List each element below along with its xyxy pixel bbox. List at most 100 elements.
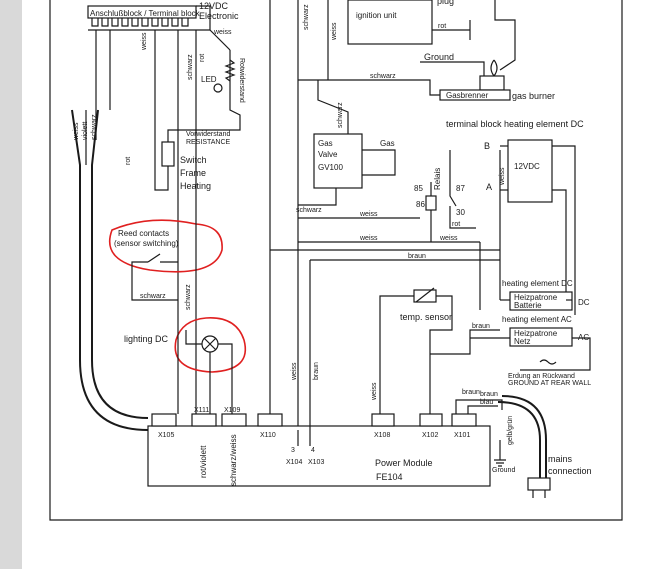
annotation-circle-lighting — [174, 317, 247, 373]
annotation-circle-reed — [108, 219, 223, 273]
label-weiss-relay2: weiss — [359, 235, 378, 242]
heating-terminal-block — [507, 139, 553, 203]
label-ground-top: Ground — [424, 52, 454, 62]
label-pin-86: 86 — [416, 200, 425, 209]
label-braun-upper: braun — [408, 253, 426, 260]
label-weiss-cable: weiss — [73, 122, 80, 141]
label-b: B — [484, 141, 490, 151]
label-gv100: GV100 — [318, 163, 343, 172]
label-power-module: Power Module — [375, 458, 433, 468]
label-reed-contacts: Reed contacts — [118, 229, 169, 238]
label-a: A — [486, 182, 492, 192]
label-weiss-left: weiss — [141, 32, 148, 51]
label-erdung-1: Erdung an Rückwand — [508, 373, 575, 380]
terminal-block — [87, 5, 211, 31]
label-led: LED — [201, 75, 217, 84]
flame-icon — [490, 59, 498, 78]
label-pin-3: 3 — [291, 447, 295, 454]
label-sensor-switching: (sensor switching) — [114, 239, 179, 248]
terminal-block-label: Anschlußblock / Terminal block — [90, 9, 201, 18]
label-rot-relay: rot — [452, 221, 460, 228]
label-schwarz-top2: schwarz — [303, 4, 310, 30]
label-schwarz-reed-v: schwarz — [185, 284, 192, 310]
label-x108: X108 — [374, 432, 390, 439]
label-12vdc-top: 12VDC — [199, 1, 229, 11]
label-heizpatrone-batterie-1: Heizpatrone — [514, 293, 558, 302]
label-heizpatrone-batterie-2: Batterie — [514, 301, 542, 310]
power-module — [147, 425, 491, 487]
label-braun-vert: braun — [313, 362, 320, 380]
label-weiss-heating: weiss — [499, 167, 506, 186]
label-x102: X102 — [422, 432, 438, 439]
label-pin-30: 30 — [456, 208, 465, 217]
reed-switch-icon — [147, 253, 161, 263]
label-switch: Switch — [180, 155, 207, 165]
connectors — [151, 413, 477, 427]
label-pin-87: 87 — [456, 184, 465, 193]
label-heating-element-ac: heating element AC — [502, 315, 572, 324]
label-resistance: RESISTANCE — [186, 139, 231, 146]
label-braun-main: braun — [462, 389, 480, 396]
label-gasbrenner: Gasbrenner — [446, 91, 489, 100]
label-weiss-relay: weiss — [359, 211, 378, 218]
led-icon — [213, 83, 223, 93]
label-fe104: FE104 — [376, 472, 403, 482]
label-heizpatrone-netz-2: Netz — [514, 337, 530, 346]
label-schwarz-bottom: schwarz — [296, 207, 322, 214]
label-rot-top: rot — [199, 54, 206, 62]
label-electronic: Electronic — [199, 11, 239, 21]
label-gas: Gas — [318, 139, 333, 148]
mains-cable — [497, 401, 541, 478]
label-vorwiderstand: Vorwiderstand — [186, 131, 230, 138]
label-gas-burner: gas burner — [512, 91, 555, 101]
label-x105: X105 — [158, 432, 174, 439]
gas-valve — [313, 133, 363, 189]
label-frame: Frame — [180, 168, 206, 178]
label-gelb-gruen: gelb/grün — [507, 416, 514, 445]
label-weiss-sensor: weiss — [371, 382, 378, 401]
label-weiss-top: weiss — [213, 29, 232, 36]
label-schwarz-weiss: schwarz/weiss — [229, 434, 238, 486]
label-pin-4: 4 — [311, 447, 315, 454]
label-braun-x101: braun — [480, 391, 498, 398]
label-x110: X110 — [260, 432, 276, 439]
page-border — [49, 0, 623, 521]
mains-plug — [527, 477, 551, 491]
label-rot-ignition: rot — [438, 23, 446, 30]
heater-mains — [509, 327, 573, 347]
label-x103: X103 — [308, 459, 324, 466]
label-rotwiderstand: Rotwiderstand — [238, 58, 245, 103]
resistor-icon — [224, 59, 236, 82]
label-weiss-x110: weiss — [291, 362, 298, 381]
heater-battery — [509, 291, 573, 311]
label-12vdc-heating: 12VDC — [514, 162, 540, 171]
label-connection: connection — [548, 466, 592, 476]
label-terminal-block-heating: terminal block heating element DC — [446, 119, 584, 129]
label-blau: blau — [480, 399, 493, 406]
label-dc: DC — [578, 298, 590, 307]
label-weiss-upper-right: weiss — [331, 22, 338, 41]
label-ignition-unit: ignition unit — [356, 11, 397, 20]
label-heizpatrone-netz-1: Heizpatrone — [514, 329, 558, 338]
label-weiss-relay3: weiss — [439, 235, 458, 242]
label-heating-element-dc: heating element DC — [502, 279, 573, 288]
temp-sensor — [413, 289, 437, 303]
label-schwarz-top: schwarz — [187, 54, 194, 80]
label-schwarz-reed: schwarz — [140, 293, 166, 300]
label-relais: Relais — [433, 168, 442, 190]
label-gas-pipe: Gas — [380, 139, 395, 148]
label-x104: X104 — [286, 459, 302, 466]
frame-heating-switch — [161, 141, 175, 167]
relay-coil — [425, 195, 437, 211]
label-plug: plug — [437, 0, 454, 6]
label-mains: mains — [548, 454, 573, 464]
label-schwarz-gas: schwarz — [337, 102, 344, 128]
label-temp-sensor: temp. sensor — [400, 312, 452, 322]
page-margin — [0, 0, 22, 569]
label-valve: Valve — [318, 150, 338, 159]
ignition-unit — [347, 0, 433, 45]
label-schwarz-left: schwarz — [91, 114, 98, 140]
label-schwarz-mid: schwarz — [370, 73, 396, 80]
